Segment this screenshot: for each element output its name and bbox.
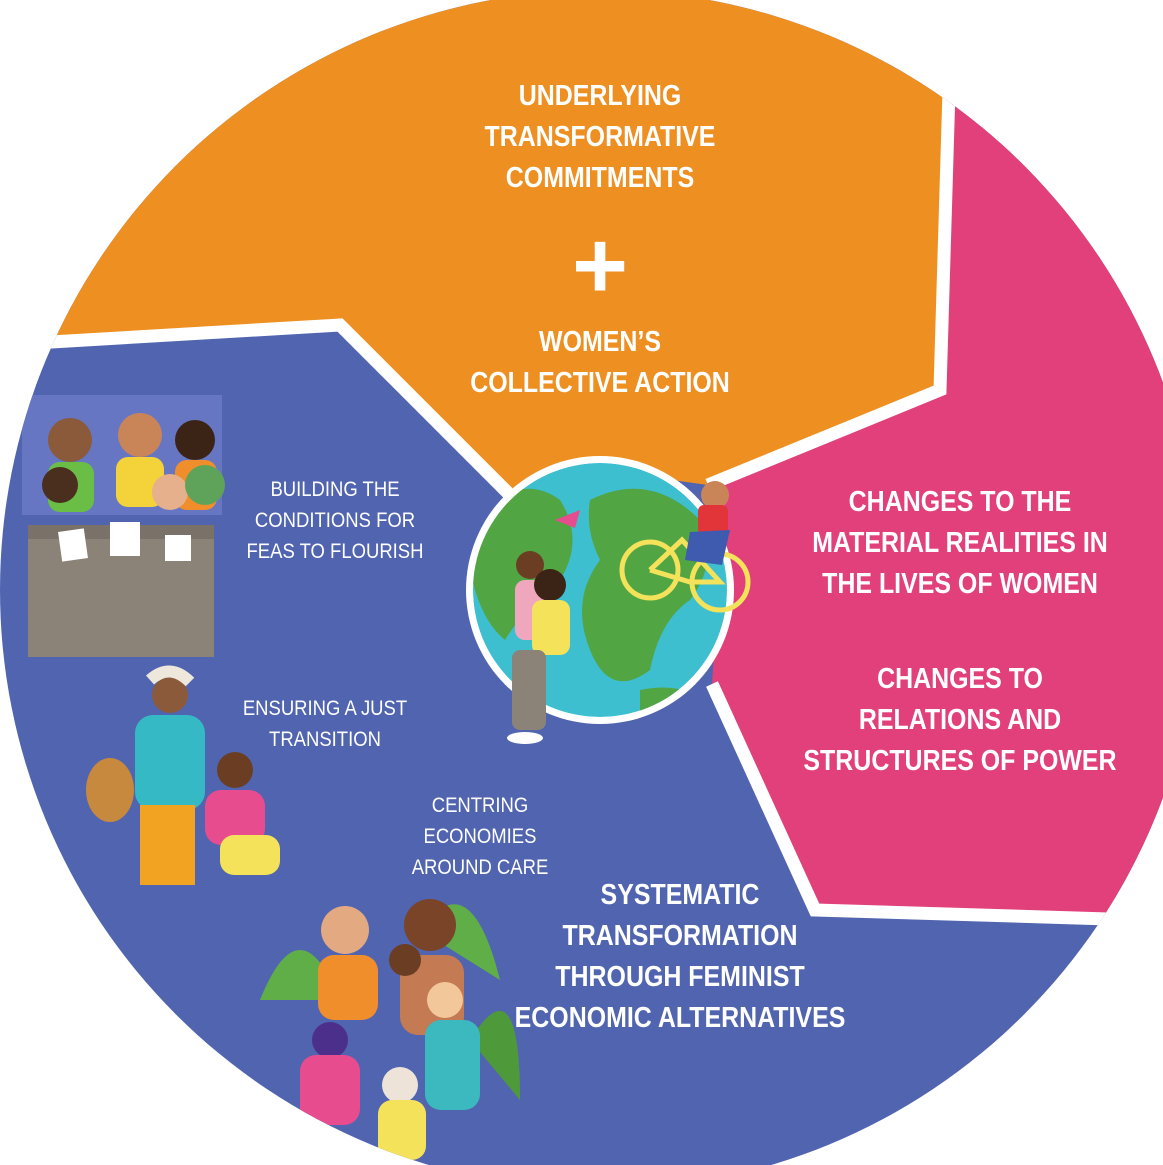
women-just-transition-illustration <box>86 665 280 885</box>
divider-line <box>706 681 1163 928</box>
orange-heading-commitments: UNDERLYING TRANSFORMATIVE COMMITMENTS <box>484 80 716 194</box>
pink-heading-material-realities: CHANGES TO THE MATERIAL REALITIES IN THE… <box>812 486 1108 600</box>
orange-heading-collective-action: WOMEN’S COLLECTIVE ACTION <box>470 326 730 399</box>
blue-item-feas-flourish: BUILDING THE CONDITIONS FOR FEAS TO FLOU… <box>246 478 424 563</box>
blue-item-just-transition: ENSURING A JUST TRANSITION <box>242 697 408 751</box>
pink-heading-relations-power: CHANGES TO RELATIONS AND STRUCTURES OF P… <box>803 663 1117 777</box>
pink-segment <box>708 0 1163 920</box>
woman-cycling-illustration <box>619 481 751 613</box>
divider-line <box>705 0 959 492</box>
orange-segment <box>0 0 952 505</box>
care-community-illustration <box>260 899 520 1160</box>
blue-item-care-economies: CENTRING ECONOMIES AROUND CARE <box>411 794 549 879</box>
meeting-people-illustration <box>22 395 225 657</box>
blue-heading-systematic-transformation: SYSTEMATIC TRANSFORMATION THROUGH FEMINI… <box>514 879 846 1034</box>
women-reaching-illustration <box>507 510 580 744</box>
divider-line <box>0 318 525 510</box>
plus-sign: + <box>571 218 629 318</box>
